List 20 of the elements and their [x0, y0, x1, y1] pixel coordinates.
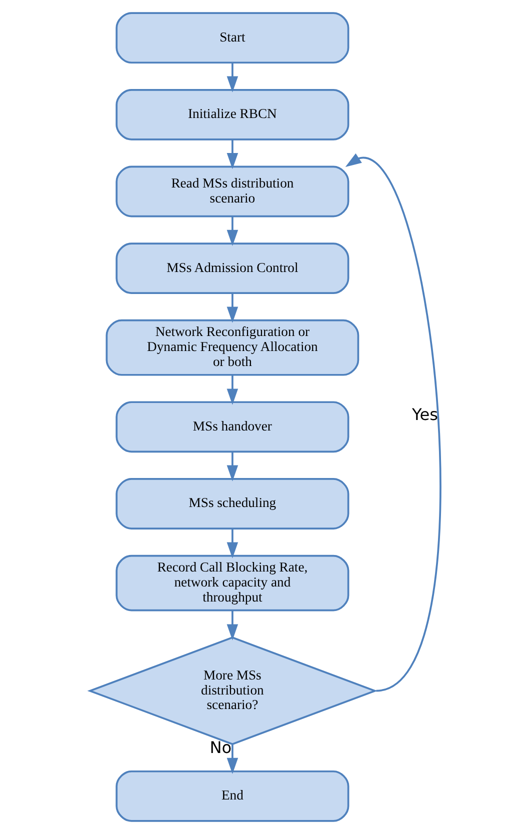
arrow	[226, 216, 238, 246]
node-box: Record Call Blocking Rate, network capacity and throughput	[116, 554, 350, 612]
arrow	[226, 63, 238, 92]
node-box: MSs handover	[116, 401, 350, 453]
arrow	[226, 293, 238, 323]
node-box: End	[116, 770, 350, 822]
arrow	[345, 153, 442, 692]
node-box: Initialize RBCN	[116, 88, 350, 140]
arrow	[226, 744, 238, 774]
node-box: MSs scheduling	[116, 478, 350, 530]
arrow	[226, 528, 238, 558]
arrow	[226, 452, 238, 482]
arrow	[226, 610, 238, 640]
edge-label: Yes	[412, 404, 438, 424]
node-box: Read MSs distribution scenario	[116, 166, 350, 218]
node-box: Start	[116, 12, 350, 64]
node-box: Network Reconfiguration or Dynamic Frequency Allocation or both	[106, 319, 360, 376]
arrow	[226, 140, 238, 170]
arrow	[226, 375, 238, 405]
node-box: MSs Admission Control	[116, 242, 350, 294]
